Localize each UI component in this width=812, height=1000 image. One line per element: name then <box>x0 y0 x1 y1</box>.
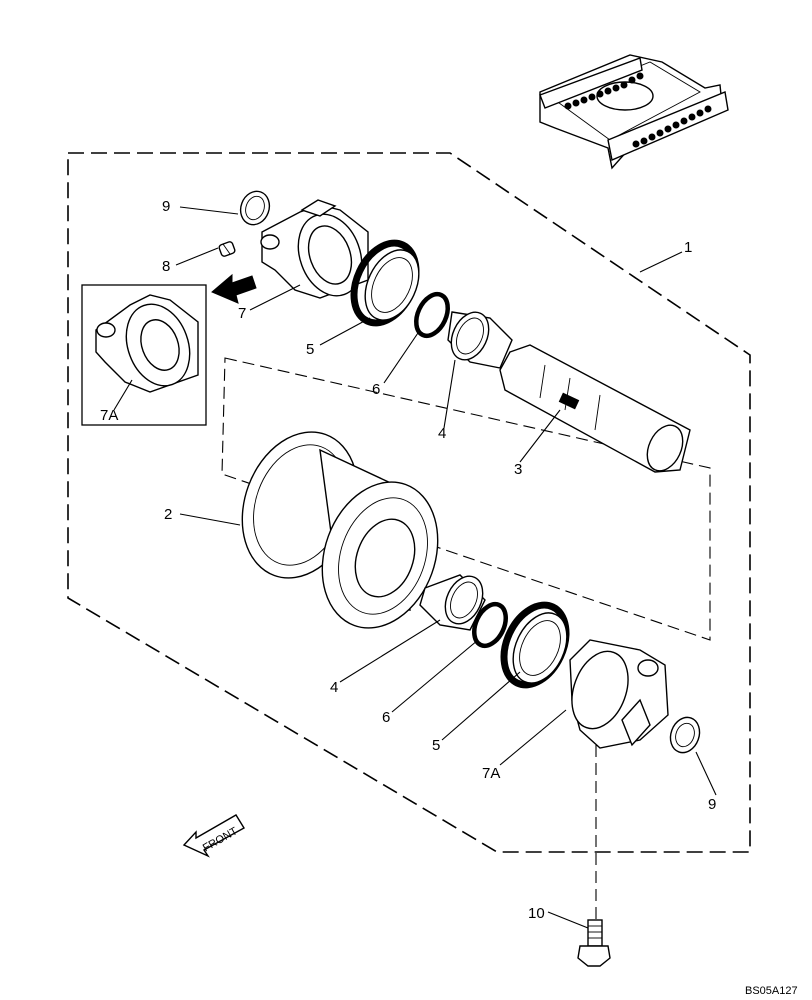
callout-3: 3 <box>514 461 522 478</box>
inner-guideline <box>221 357 711 641</box>
callout-6-upper: 6 <box>372 381 380 398</box>
callout-4-lower: 4 <box>330 679 338 696</box>
direction-arrow <box>211 273 257 304</box>
roller-2 <box>241 431 439 629</box>
assembly-boundary <box>67 152 751 853</box>
o-ring-6-lower <box>472 601 508 649</box>
track-frame-thumbnail <box>539 54 729 170</box>
callout-1: 1 <box>684 239 692 256</box>
snap-ring-upper <box>239 190 271 226</box>
callout-5-upper: 5 <box>306 341 314 358</box>
seal-5-upper <box>350 239 420 327</box>
callout-8: 8 <box>162 258 170 275</box>
housing-7 <box>260 199 369 299</box>
callout-4-upper: 4 <box>438 425 446 442</box>
callout-2: 2 <box>164 506 172 523</box>
front-arrow-icon: FRONT <box>182 814 245 858</box>
drawing-code: BS05A127 <box>745 985 798 997</box>
snap-ring-lower <box>669 716 701 754</box>
callout-7a-inset: 7A <box>100 407 118 424</box>
shaft-3 <box>499 344 691 473</box>
bushing-4-lower <box>419 574 486 631</box>
callout-10: 10 <box>528 905 545 922</box>
callout-labels: 9 8 1 7 5 6 4 3 2 7A 4 6 5 7A 9 10 <box>100 198 716 922</box>
seal-5-lower <box>500 601 570 689</box>
o-ring-6-upper <box>414 291 450 339</box>
callout-9-lower: 9 <box>708 796 716 813</box>
callout-7a: 7A <box>482 765 500 782</box>
callout-5-lower: 5 <box>432 737 440 754</box>
housing-7a <box>569 639 669 749</box>
inset-7a <box>81 284 207 426</box>
callout-6-lower: 6 <box>382 709 390 726</box>
callout-7: 7 <box>238 305 246 322</box>
plug-8 <box>218 241 236 257</box>
bushing-4-upper <box>447 311 513 369</box>
leader-lines <box>113 206 717 929</box>
callout-9-upper: 9 <box>162 198 170 215</box>
bolt-10 <box>577 745 611 967</box>
